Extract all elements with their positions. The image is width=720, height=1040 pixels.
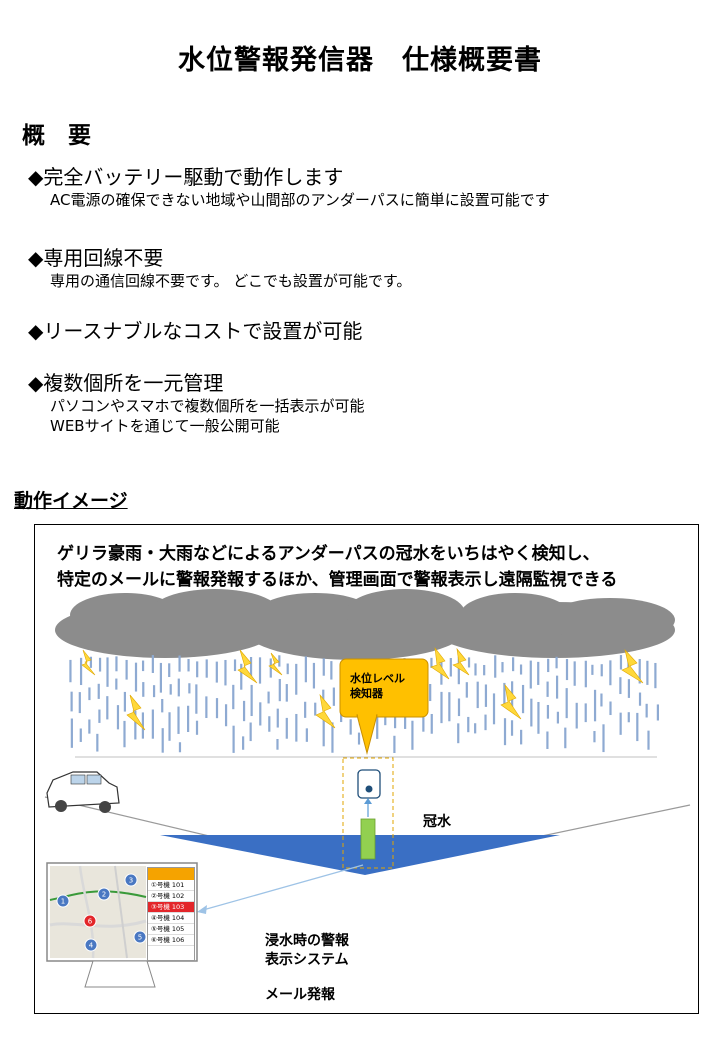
station-list-row-alert[interactable]: ③号機 103 (148, 902, 194, 913)
map-marker-label: 3 (129, 877, 133, 885)
map-marker-label: 4 (89, 942, 94, 950)
map-marker-icon[interactable] (124, 873, 138, 887)
feature-central-management: ◆複数個所を一元管理 パソコンやスマホで複数個所を一括表示が可能 WEBサイトを… (28, 370, 365, 436)
station-list-row[interactable]: ④号機 104 (148, 913, 194, 924)
sensor-dashed-frame (342, 757, 394, 869)
feature-detail: パソコンやスマホで複数個所を一括表示が可能 (50, 397, 365, 415)
station-list-row[interactable]: ⑤号機 105 (148, 924, 194, 935)
map-marker-icon[interactable] (84, 938, 98, 952)
station-list-row[interactable]: ②号機 102 (148, 891, 194, 902)
map-marker-label: 1 (61, 898, 65, 906)
station-list-header (148, 868, 194, 880)
image-heading: 動作イメージ (14, 490, 128, 512)
sensor-label-line: 検知器 (350, 687, 383, 700)
sensor-pipe (360, 818, 376, 860)
diagram-headline-line-1: ゲリラ豪雨・大雨などによるアンダーパスの冠水をいちはやく検知し、 (57, 544, 600, 564)
flood-water (160, 835, 560, 875)
cloud-icon (55, 589, 675, 660)
feature-heading: ◆完全バッテリー駆動で動作します (28, 165, 344, 189)
mail-alert-label: メール発報 (265, 987, 335, 1003)
map-marker-icon[interactable] (83, 914, 97, 928)
sensor-label: 水位レベル 検知器 (350, 671, 405, 701)
map-marker-icon[interactable] (133, 930, 147, 944)
display-system-label-line: 表示システム (265, 952, 349, 968)
station-list-row[interactable]: ①号機 101 (148, 880, 194, 891)
feature-cost: ◆リースナブルなコストで設置が可能 (28, 318, 362, 344)
map-marker-label: 6 (88, 918, 93, 926)
feature-detail: AC電源の確保できない地域や山間部のアンダーパスに簡単に設置可能です (50, 191, 550, 209)
map-markers: 1 2 3 4 5 6 (56, 873, 147, 952)
map-marker-icon[interactable] (56, 894, 70, 908)
map-marker-icon[interactable] (97, 887, 111, 901)
sensor-callout (339, 658, 429, 755)
feature-heading: ◆リースナブルなコストで設置が可能 (28, 319, 363, 343)
station-list-row[interactable]: ⑥号機 106 (148, 935, 194, 946)
feature-heading: ◆複数個所を一元管理 (28, 371, 224, 395)
sensor-label-line: 水位レベル (350, 672, 405, 685)
sensor-box-icon (357, 769, 381, 799)
feature-no-line: ◆専用回線不要 専用の通信回線不要です。 どこでも設置が可能です。 (28, 245, 411, 291)
map-marker-label: 2 (102, 891, 106, 899)
feature-heading: ◆専用回線不要 (28, 246, 164, 270)
document-title: 水位警報発信器 仕様概要書 (178, 45, 542, 76)
diagram-headline-line-2: 特定のメールに警報発報するほか、管理画面で警報表示し遠隔監視できる (57, 570, 618, 590)
overview-heading: 概 要 (22, 123, 91, 149)
map-marker-label: 5 (138, 934, 142, 942)
station-list-panel: ①号機 101 ②号機 102 ③号機 103 ④号機 104 ⑤号機 105 … (147, 867, 195, 961)
feature-detail: WEBサイトを通じて一般公開可能 (50, 417, 280, 435)
car-icon (46, 771, 120, 813)
feature-battery: ◆完全バッテリー駆動で動作します AC電源の確保できない地域や山間部のアンダーパ… (28, 164, 550, 210)
feature-detail: 専用の通信回線不要です。 どこでも設置が可能です。 (50, 272, 412, 290)
diagram-illustration: 1 2 3 4 5 6 (44, 589, 691, 988)
lightning-icon (81, 646, 644, 731)
flood-label: 冠水 (423, 814, 451, 830)
display-system-label: 浸水時の警報 表示システム (265, 932, 349, 970)
display-system-label-line: 浸水時の警報 (265, 933, 349, 949)
